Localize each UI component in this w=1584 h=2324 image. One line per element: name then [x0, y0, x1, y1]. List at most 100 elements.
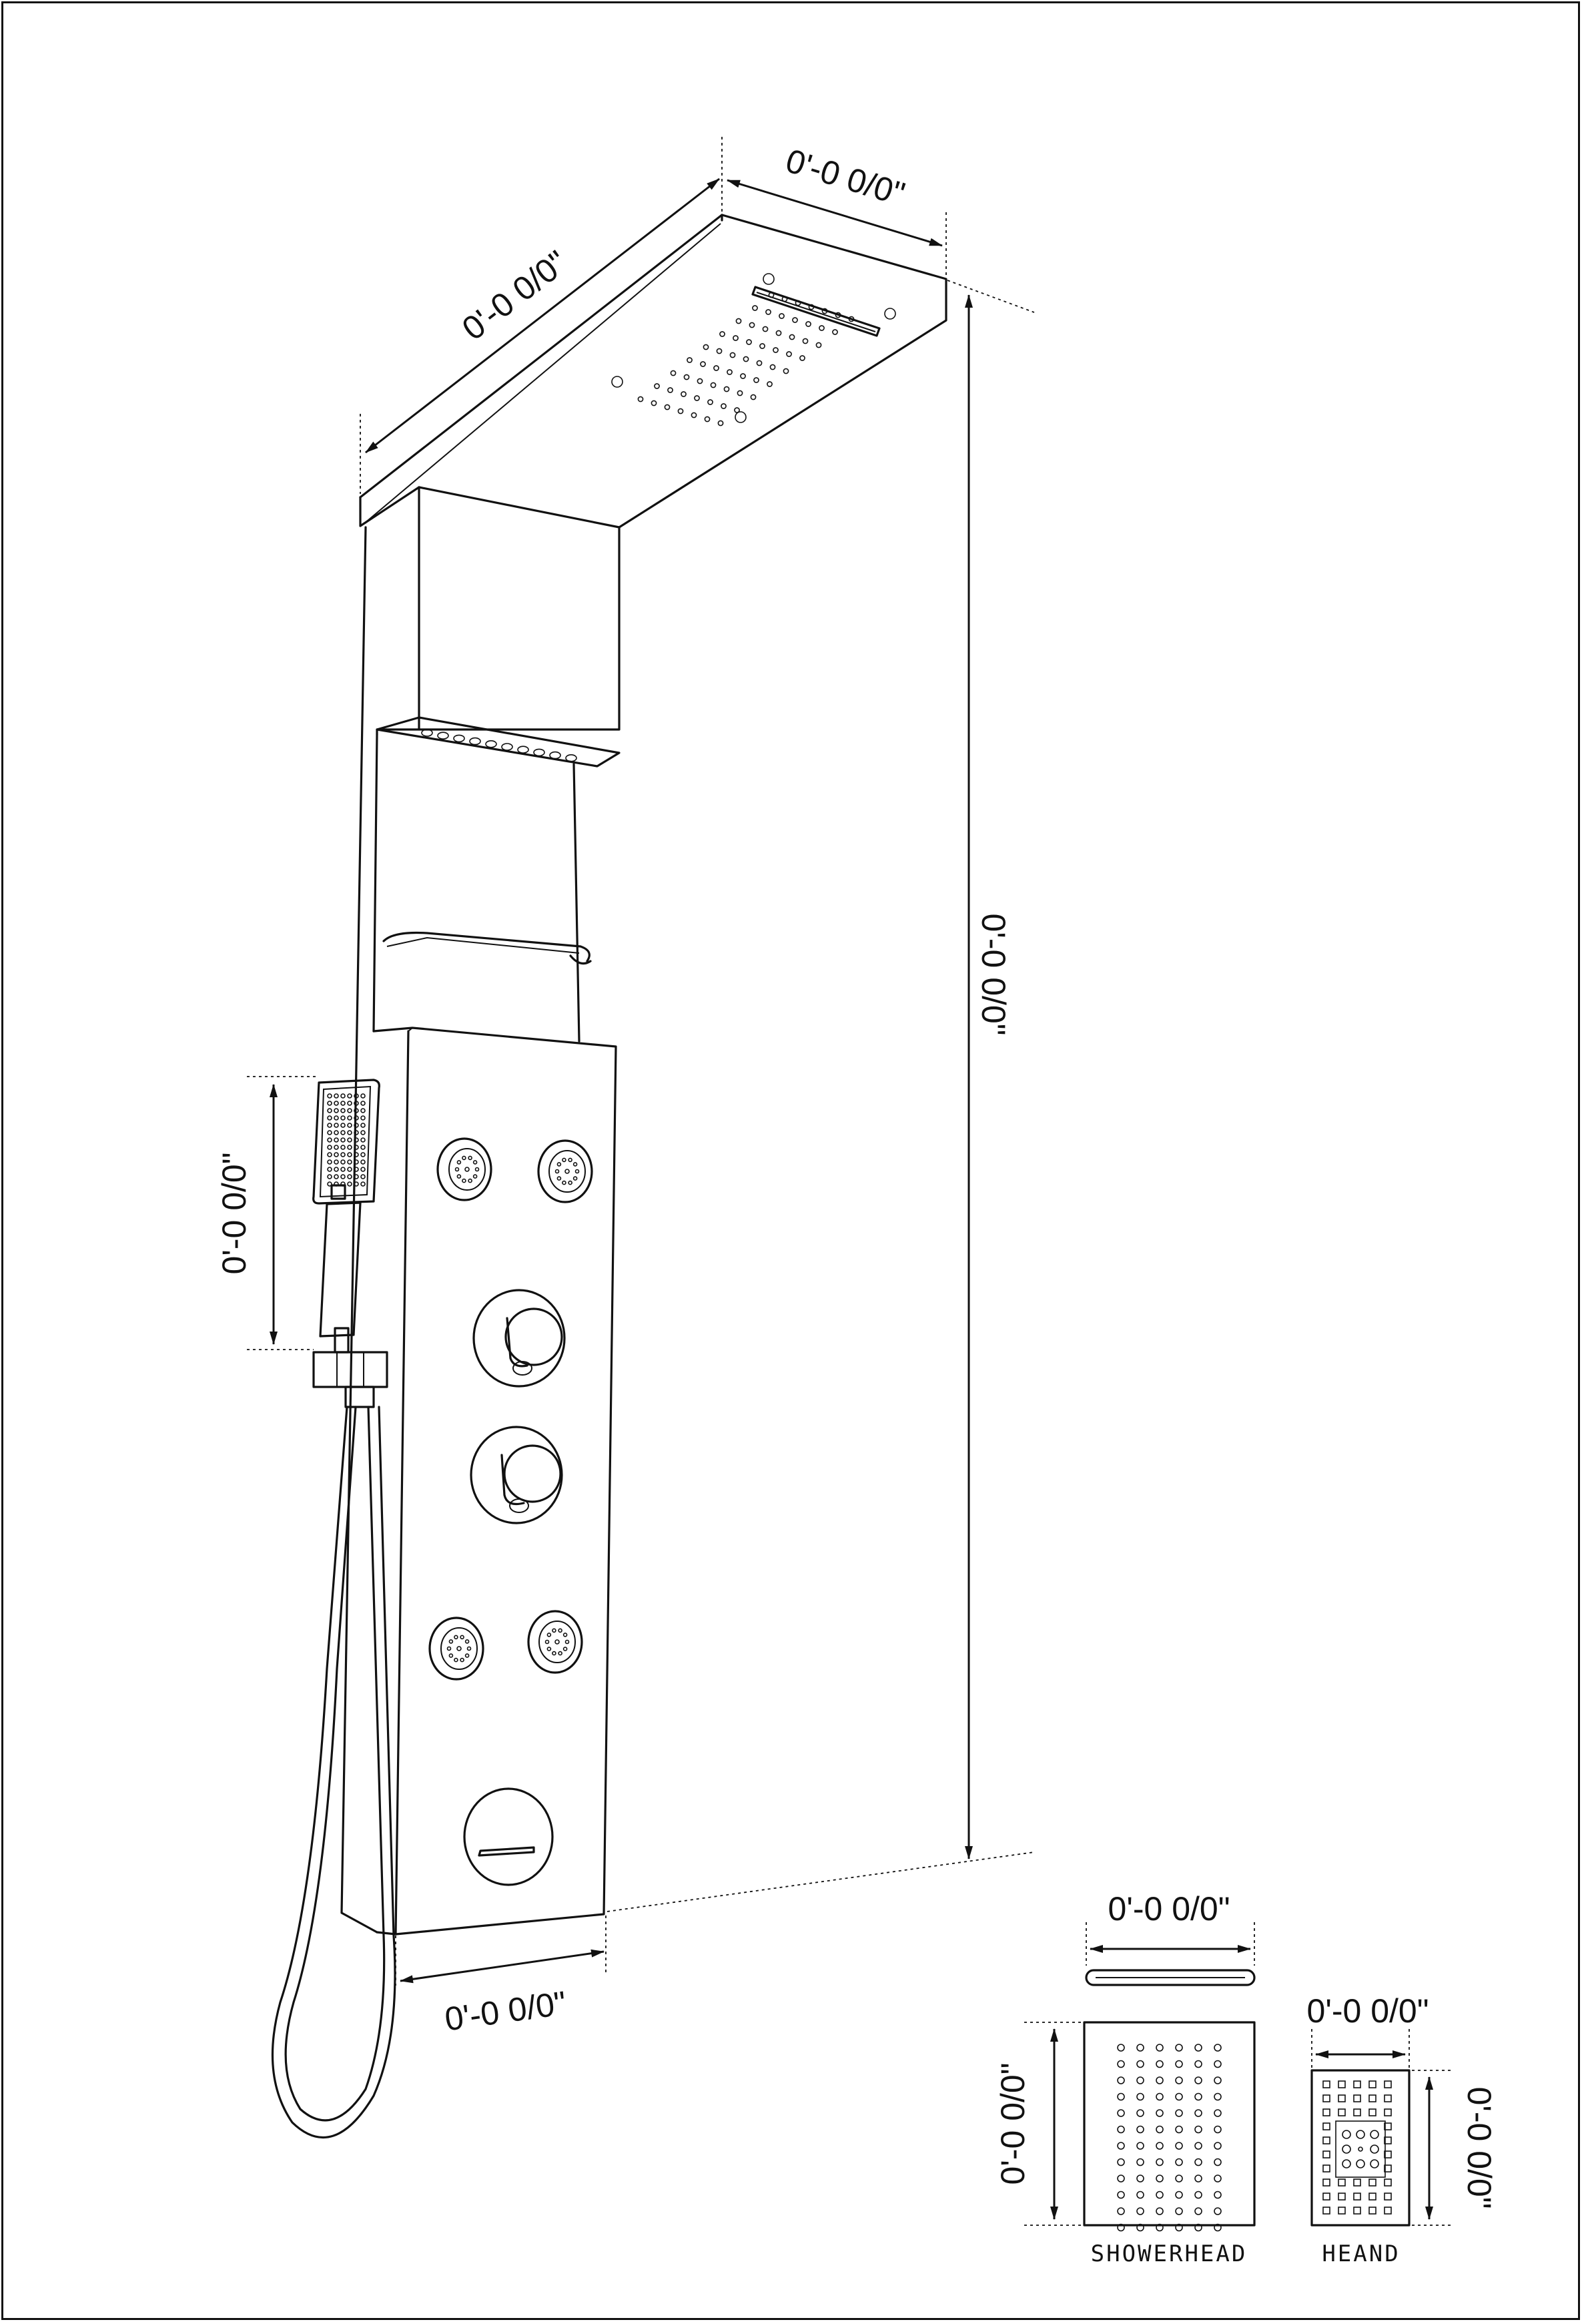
- showerhead-nozzle: [1156, 2125, 1164, 2134]
- hand-nozzle: [1322, 2094, 1330, 2102]
- hand-spray-nozzle: [1342, 2144, 1351, 2154]
- jet-nozzle: [454, 1167, 460, 1172]
- jet-nozzle: [464, 1167, 470, 1172]
- handheld-nozzle: [360, 1167, 366, 1172]
- shelf-jet: [421, 729, 433, 737]
- shelf-jet: [533, 748, 545, 757]
- handheld-nozzle: [347, 1152, 352, 1157]
- jet-nozzle: [448, 1639, 454, 1644]
- handheld-nozzle: [334, 1159, 339, 1165]
- showerhead-nozzle: [1214, 2044, 1222, 2052]
- rain-nozzle: [735, 318, 742, 324]
- handheld-nozzle: [347, 1123, 352, 1128]
- showerhead-nozzle: [1136, 2142, 1144, 2150]
- handheld-nozzle: [360, 1159, 366, 1165]
- showerhead-nozzle: [1194, 2223, 1202, 2232]
- rain-nozzle: [752, 305, 758, 311]
- jet-nozzle: [468, 1155, 472, 1161]
- jet-nozzle: [552, 1628, 556, 1633]
- jet-nozzle: [466, 1646, 472, 1651]
- dim-height-label: 0'-0 0/0": [975, 914, 1012, 1036]
- hand-nozzle: [1384, 2122, 1392, 2130]
- handheld-nozzle: [340, 1115, 346, 1121]
- jet-nozzle: [464, 1653, 470, 1658]
- handheld-nozzle: [327, 1115, 332, 1121]
- hand-nozzle: [1322, 2193, 1330, 2201]
- hand-nozzle: [1384, 2164, 1392, 2172]
- handheld-nozzle: [347, 1137, 352, 1143]
- rain-nozzle: [687, 357, 693, 363]
- showerhead-nozzle: [1175, 2060, 1183, 2068]
- handheld-nozzle: [354, 1159, 359, 1165]
- rain-nozzle: [783, 368, 789, 374]
- dim-bottom-width: 0'-0 0/0": [395, 1916, 607, 2038]
- hand-nozzle: [1322, 2178, 1330, 2187]
- jet-nozzle: [554, 1639, 560, 1645]
- showerhead-nozzle-grid: [1117, 2044, 1222, 2232]
- showerhead-caption: SHOWERHEAD: [1091, 2241, 1248, 2267]
- rain-nozzle: [819, 325, 825, 331]
- handheld-nozzle: [327, 1181, 332, 1187]
- handheld-nozzle: [327, 1101, 332, 1106]
- showerhead-nozzle: [1117, 2158, 1125, 2166]
- handheld-nozzle: [340, 1123, 346, 1128]
- showerhead-nozzle: [1136, 2207, 1144, 2215]
- hand-nozzle: [1353, 2178, 1361, 2187]
- hand-nozzle: [1384, 2207, 1392, 2215]
- hand-nozzle: [1384, 2178, 1392, 2187]
- handheld-nozzle: [360, 1181, 366, 1187]
- showerhead-nozzle: [1156, 2044, 1164, 2052]
- handheld-nozzle: [327, 1174, 332, 1179]
- hand-nozzle: [1353, 2193, 1361, 2201]
- shelf-jet: [501, 743, 513, 751]
- handheld-nozzle: [347, 1115, 352, 1121]
- handheld-nozzle: [340, 1181, 346, 1187]
- rain-nozzle: [773, 347, 779, 353]
- jet-nozzle: [572, 1162, 578, 1167]
- handheld-nozzle: [334, 1093, 339, 1099]
- jet-nozzle: [564, 1169, 570, 1174]
- showerhead-nozzle: [1136, 2044, 1144, 2052]
- jet-nozzle: [568, 1157, 572, 1163]
- dim-top-width: 0'-0 0/0": [360, 137, 723, 494]
- handheld-nozzle: [327, 1167, 332, 1172]
- rain-nozzle: [779, 313, 785, 319]
- handheld-nozzle: [334, 1130, 339, 1135]
- handheld-nozzle: [327, 1093, 332, 1099]
- body-jet-nozzles: [446, 1155, 580, 1663]
- handheld-nozzle: [327, 1137, 332, 1143]
- rain-nozzle: [792, 317, 798, 323]
- rain-nozzle: [654, 383, 660, 389]
- handheld-nozzle: [354, 1137, 359, 1143]
- body-jet-lower-left: [428, 1617, 484, 1681]
- jet-nozzle: [474, 1167, 480, 1172]
- showerhead-nozzle: [1194, 2076, 1202, 2084]
- showerhead-nozzle: [1194, 2142, 1202, 2150]
- handheld-nozzle: [334, 1181, 339, 1187]
- handheld-nozzle: [360, 1093, 366, 1099]
- jet-nozzle: [456, 1160, 462, 1165]
- hand-nozzle: [1368, 2094, 1376, 2102]
- hand-nozzle: [1384, 2150, 1392, 2158]
- dim-top-width-label: 0'-0 0/0": [455, 243, 574, 347]
- jet-nozzle: [454, 1635, 458, 1640]
- showerhead-nozzle: [1136, 2060, 1144, 2068]
- handheld-nozzle: [327, 1152, 332, 1157]
- dim-height: 0'-0 0/0": [607, 280, 1035, 1912]
- handheld-nozzle: [354, 1145, 359, 1150]
- shelf-jet: [549, 751, 561, 760]
- rain-nozzle: [637, 396, 644, 402]
- showerhead-nozzle: [1136, 2125, 1144, 2134]
- rain-nozzle: [756, 360, 763, 366]
- temperature-knob: [472, 1289, 566, 1388]
- handheld-nozzle: [354, 1130, 359, 1135]
- handheld-nozzle: [354, 1152, 359, 1157]
- dim-bottom-width-label: 0'-0 0/0": [442, 1984, 568, 2038]
- shelf-jet: [469, 737, 481, 746]
- hand-spray-nozzle: [1342, 2130, 1351, 2139]
- rain-nozzle: [769, 364, 776, 370]
- hand-nozzle: [1368, 2080, 1376, 2088]
- detail-showerhead: 0'-0 0/0" SHOWERHEAD: [994, 2021, 1256, 2267]
- showerhead-nozzle: [1175, 2142, 1183, 2150]
